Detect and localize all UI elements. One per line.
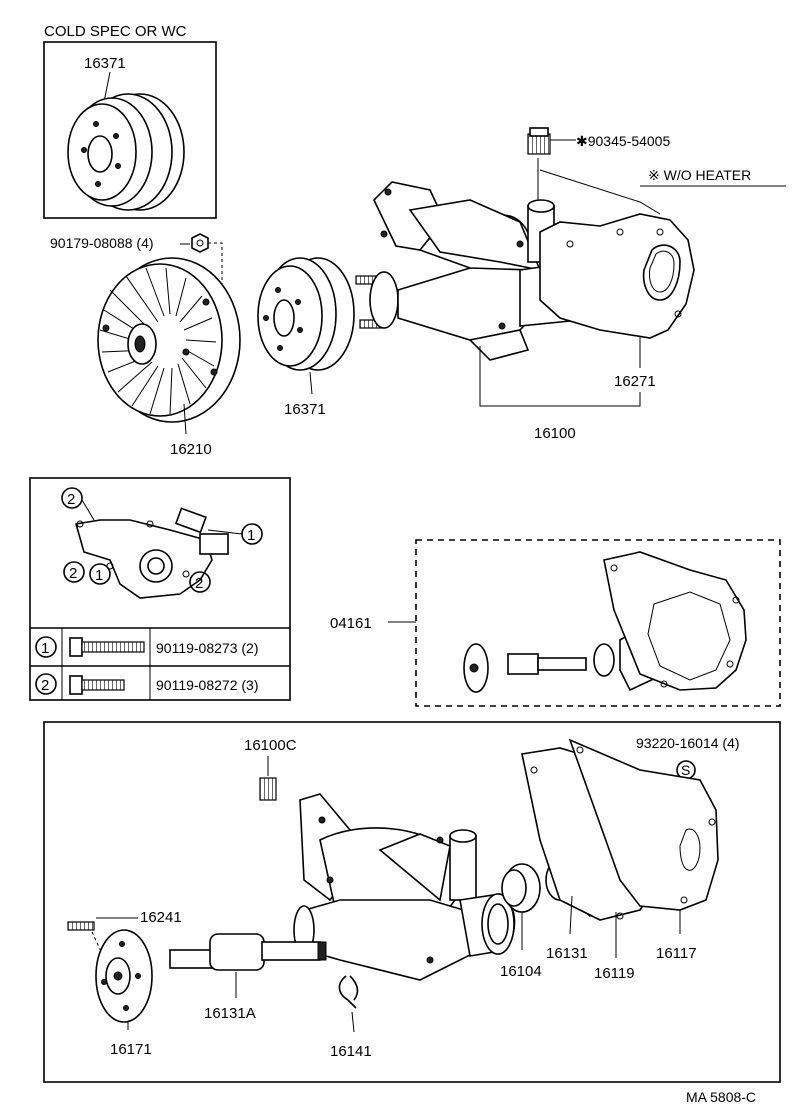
plug-icon xyxy=(259,777,277,801)
clip-icon xyxy=(338,975,359,1009)
svg-text:2: 2 xyxy=(195,575,203,592)
label-16119: 16119 xyxy=(594,965,635,982)
cold-spec-box: COLD SPEC OR WC 16371 xyxy=(43,23,217,219)
fan-clutch-icon xyxy=(97,257,241,423)
callout-circle: 2 xyxy=(189,571,211,593)
bolt-icon xyxy=(191,233,209,253)
label-16131: 16131 xyxy=(546,945,588,962)
callout-circle: 2 xyxy=(61,487,83,509)
impeller-icon xyxy=(521,738,719,921)
label-16131A: 16131A xyxy=(204,1005,256,1022)
svg-text:1: 1 xyxy=(247,527,255,544)
footer-code: MA 5808-C xyxy=(686,1089,756,1105)
water-pump-icon xyxy=(355,181,695,361)
pulley-icon xyxy=(257,257,355,371)
label-16271: 16271 xyxy=(614,373,656,390)
legend-key-1: 1 xyxy=(41,640,49,657)
label-16117: 16117 xyxy=(656,945,697,962)
label-16241: 16241 xyxy=(140,909,182,926)
kit-dashed-box xyxy=(415,539,781,707)
pulley-icon xyxy=(67,93,185,211)
plug-icon xyxy=(527,127,551,155)
callout-circle: 2 xyxy=(63,561,85,583)
legend-key-2: 2 xyxy=(41,677,49,694)
legend-part-2: 90119-08272 (3) xyxy=(156,677,258,693)
label-90345: ✱90345-54005 xyxy=(576,133,670,149)
label-90179: 90179-08088 (4) xyxy=(50,235,154,251)
seal-icon xyxy=(501,863,541,913)
label-16100C: 16100C xyxy=(244,737,297,754)
label-16371: 16371 xyxy=(284,401,326,418)
label-wo-heater: ※ W/O HEATER xyxy=(648,167,751,183)
legend-part-1: 90119-08273 (2) xyxy=(156,640,258,656)
bolt-legend-box: 2 1 2 1 2 1 90119-08273 (2) 2 xyxy=(29,477,291,701)
label-16100: 16100 xyxy=(534,425,576,442)
water-pump-icon xyxy=(293,793,516,981)
label-16210: 16210 xyxy=(170,441,212,458)
bolt-icon xyxy=(69,637,145,657)
kit-parts-icon xyxy=(463,551,747,693)
svg-text:2: 2 xyxy=(67,491,75,508)
cold-spec-part-label: 16371 xyxy=(84,55,126,72)
label-16104: 16104 xyxy=(500,963,542,980)
label-16171: 16171 xyxy=(110,1041,152,1058)
flange-icon xyxy=(95,929,153,1023)
circle-s: S xyxy=(681,762,690,778)
callout-circle: 1 xyxy=(241,523,263,545)
svg-text:2: 2 xyxy=(69,565,77,582)
stud-icon xyxy=(67,921,95,931)
svg-text:1: 1 xyxy=(95,567,103,584)
bolt-icon xyxy=(69,675,125,695)
label-16141: 16141 xyxy=(330,1043,372,1060)
cold-spec-header: COLD SPEC OR WC xyxy=(44,23,187,40)
shaft-bearing-icon xyxy=(169,933,327,971)
label-04161: 04161 xyxy=(330,615,372,632)
callout-circle: 1 xyxy=(89,563,111,585)
label-93220: 93220-16014 (4) xyxy=(636,735,740,751)
exploded-view-box xyxy=(43,721,781,1083)
